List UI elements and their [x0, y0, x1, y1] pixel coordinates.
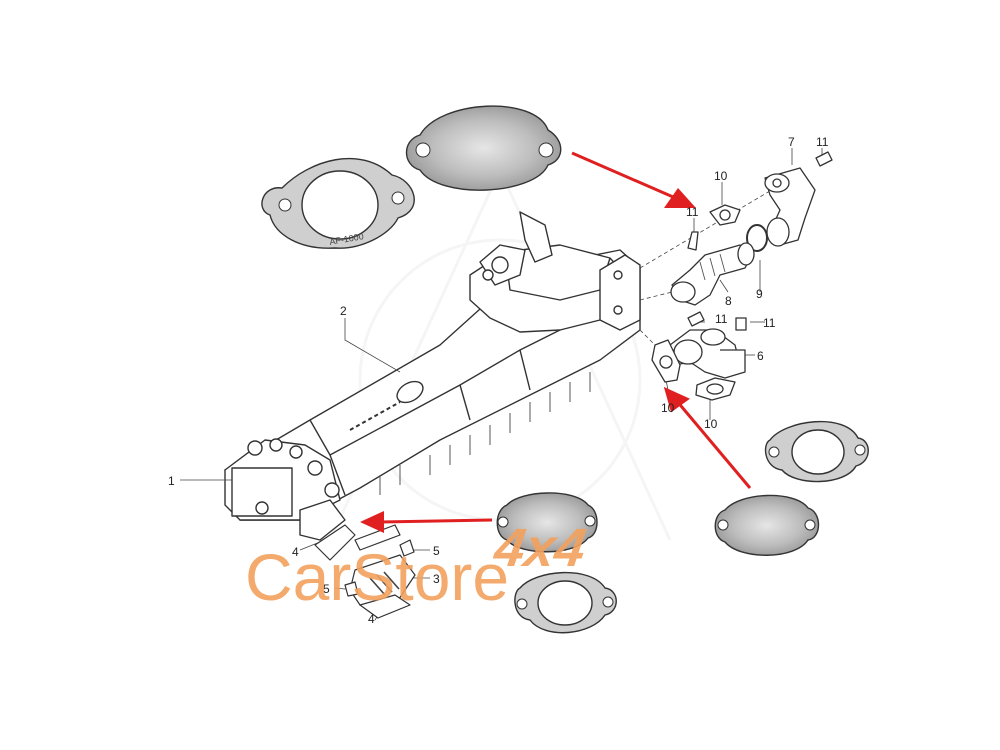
gasket-top-left: AF-1000	[261, 157, 415, 249]
callout-11c: 11	[715, 312, 728, 326]
watermark-word: CarStore	[245, 540, 509, 614]
callout-1: 1	[168, 474, 175, 488]
callout-2: 2	[340, 304, 347, 318]
gasket-right	[764, 420, 869, 483]
callout-labels: 1 2 3 4 4 5 5 6 7 8 9 10 10 10 11 11 11 …	[168, 135, 829, 626]
blanking-plate-top	[405, 105, 562, 191]
callout-11b: 11	[686, 205, 699, 219]
gasket-bottom	[514, 571, 617, 634]
red-arrowheads	[360, 188, 696, 533]
egr-cooler-assembly	[224, 211, 641, 541]
arrow-to-egr-flange	[674, 399, 752, 489]
callout-10a: 10	[714, 169, 728, 183]
callout-4a: 4	[292, 545, 299, 559]
callout-10b: 10	[661, 401, 675, 415]
callout-8: 8	[725, 294, 732, 308]
blanking-plate-right	[714, 494, 820, 556]
callout-11d: 11	[763, 316, 776, 330]
callout-11a: 11	[816, 135, 829, 149]
egr-pipe-parts	[651, 151, 833, 401]
arrowhead-2	[663, 386, 690, 413]
callout-9: 9	[756, 287, 763, 301]
callout-10c: 10	[704, 417, 718, 431]
red-arrows	[377, 151, 752, 524]
small-parts-lower	[314, 524, 416, 619]
arrowhead-1	[664, 188, 696, 208]
callout-5a: 5	[433, 544, 440, 558]
blanking-plate-middle	[496, 492, 598, 553]
callout-6: 6	[757, 349, 764, 363]
carstore-watermark: CarStore 4x4	[245, 518, 589, 614]
watermark-suffix: 4x4	[490, 518, 589, 578]
callout-3: 3	[433, 572, 440, 586]
callout-4b: 4	[368, 612, 375, 626]
arrow-to-egr-outlet	[571, 151, 681, 202]
callout-5b: 5	[323, 582, 330, 596]
callout-7: 7	[788, 135, 795, 149]
arrowhead-3	[360, 511, 384, 533]
arrow-to-cooler-inlet	[377, 518, 493, 524]
